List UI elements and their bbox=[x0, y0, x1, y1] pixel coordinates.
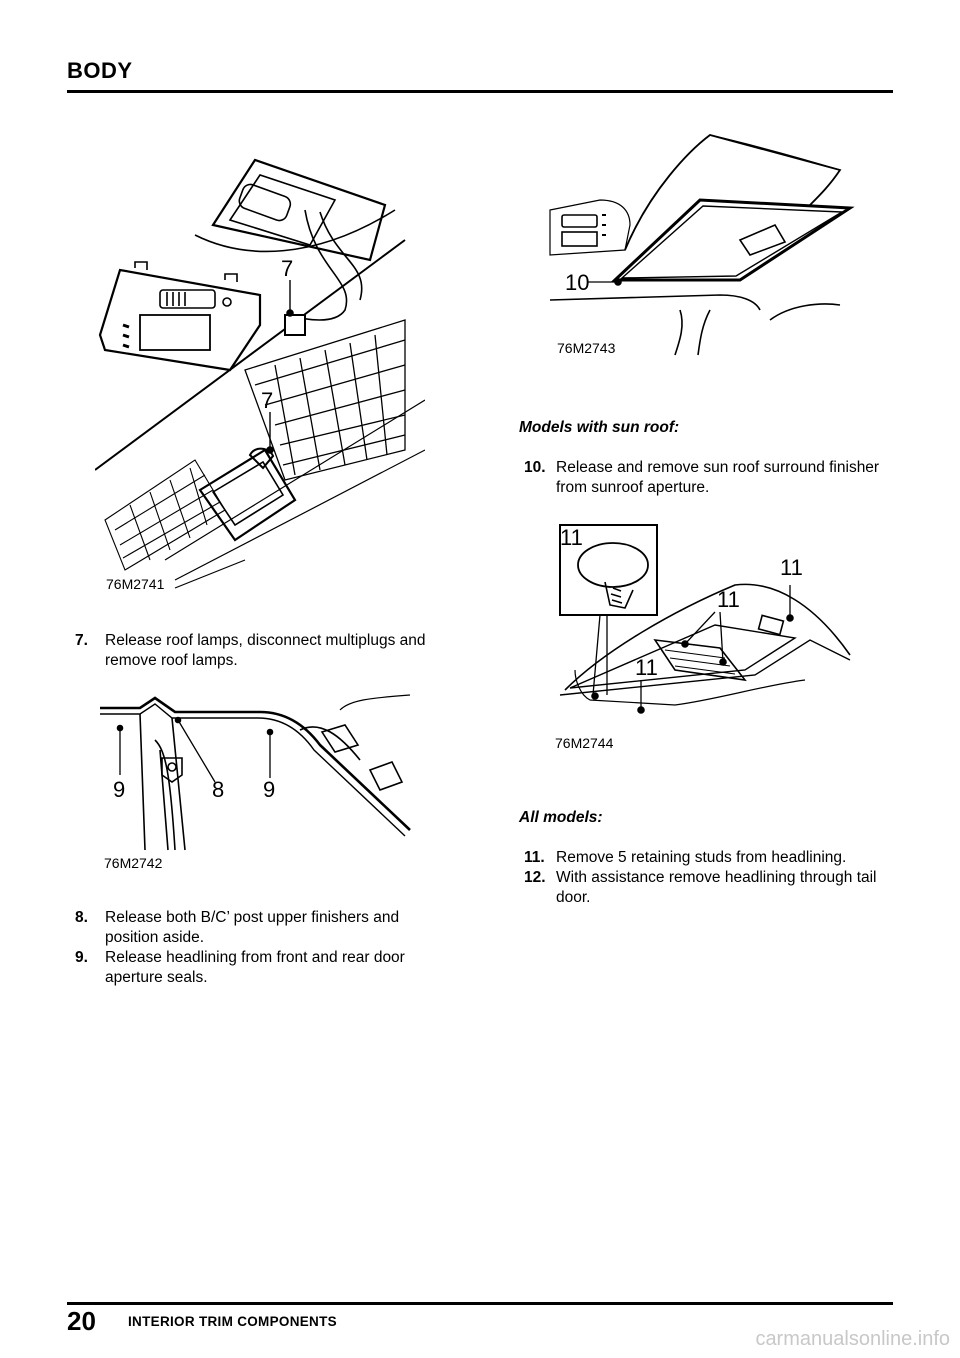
footer-rule bbox=[67, 1302, 893, 1305]
header-rule bbox=[67, 90, 893, 93]
callout-10: 10 bbox=[565, 270, 589, 295]
callout-11-center: 11 bbox=[717, 587, 740, 612]
callout-9-left: 9 bbox=[113, 777, 125, 802]
step-number: 11. bbox=[524, 849, 545, 866]
step-10: 10. Release and remove sun roof surround… bbox=[524, 458, 904, 502]
step-text: Release headlining from front and rear d… bbox=[105, 949, 405, 986]
page-number: 20 bbox=[67, 1306, 96, 1336]
step-number: 9. bbox=[75, 949, 88, 966]
step-9: 9. Release headlining from front and rea… bbox=[75, 948, 455, 992]
figure-code-76M2742: 76M2742 bbox=[104, 855, 163, 871]
callout-11-right: 11 bbox=[780, 555, 803, 580]
step-text: Release roof lamps, disconnect multiplug… bbox=[105, 632, 426, 669]
step-number: 10. bbox=[524, 459, 546, 476]
step-number: 7. bbox=[75, 632, 88, 649]
section-title: INTERIOR TRIM COMPONENTS bbox=[128, 1314, 337, 1329]
step-12: 12. With assistance remove headlining th… bbox=[524, 868, 904, 912]
step-8: 8. Release both B/C’ post upper finisher… bbox=[75, 908, 455, 952]
step-number: 8. bbox=[75, 909, 88, 926]
figure-code-76M2744: 76M2744 bbox=[555, 735, 614, 751]
callout-7-upper: 7 bbox=[281, 256, 293, 281]
callout-11-lower: 11 bbox=[635, 655, 658, 680]
figure-headlining-studs: 11 11 11 11 bbox=[545, 520, 865, 730]
step-number: 12. bbox=[524, 869, 546, 886]
step-text: With assistance remove headlining throug… bbox=[556, 869, 877, 906]
page-title: BODY bbox=[67, 58, 133, 83]
callout-11-inset: 11 bbox=[560, 525, 583, 550]
step-11: 11. Remove 5 retaining studs from headli… bbox=[524, 848, 904, 872]
figure-code-76M2741: 76M2741 bbox=[106, 576, 165, 592]
figure-roof-lamps: 7 7 bbox=[95, 150, 425, 590]
step-7: 7. Release roof lamps, disconnect multip… bbox=[75, 631, 455, 675]
callout-9-right: 9 bbox=[263, 777, 275, 802]
step-text: Release and remove sun roof surround fin… bbox=[556, 459, 880, 496]
subheading-all-models: All models: bbox=[519, 809, 603, 826]
callout-7-lower: 7 bbox=[261, 388, 273, 413]
figure-code-76M2743: 76M2743 bbox=[557, 340, 616, 356]
subheading-models-with-sun-roof: Models with sun roof: bbox=[519, 419, 680, 436]
callout-8: 8 bbox=[212, 777, 224, 802]
watermark-text: carmanualsonline.info bbox=[755, 1328, 950, 1350]
figure-sunroof-finisher: 10 bbox=[540, 130, 870, 360]
step-text: Release both B/C’ post upper finishers a… bbox=[105, 909, 400, 946]
figure-bc-post: 9 8 9 bbox=[100, 690, 420, 855]
step-text: Remove 5 retaining studs from headlining… bbox=[556, 849, 847, 866]
